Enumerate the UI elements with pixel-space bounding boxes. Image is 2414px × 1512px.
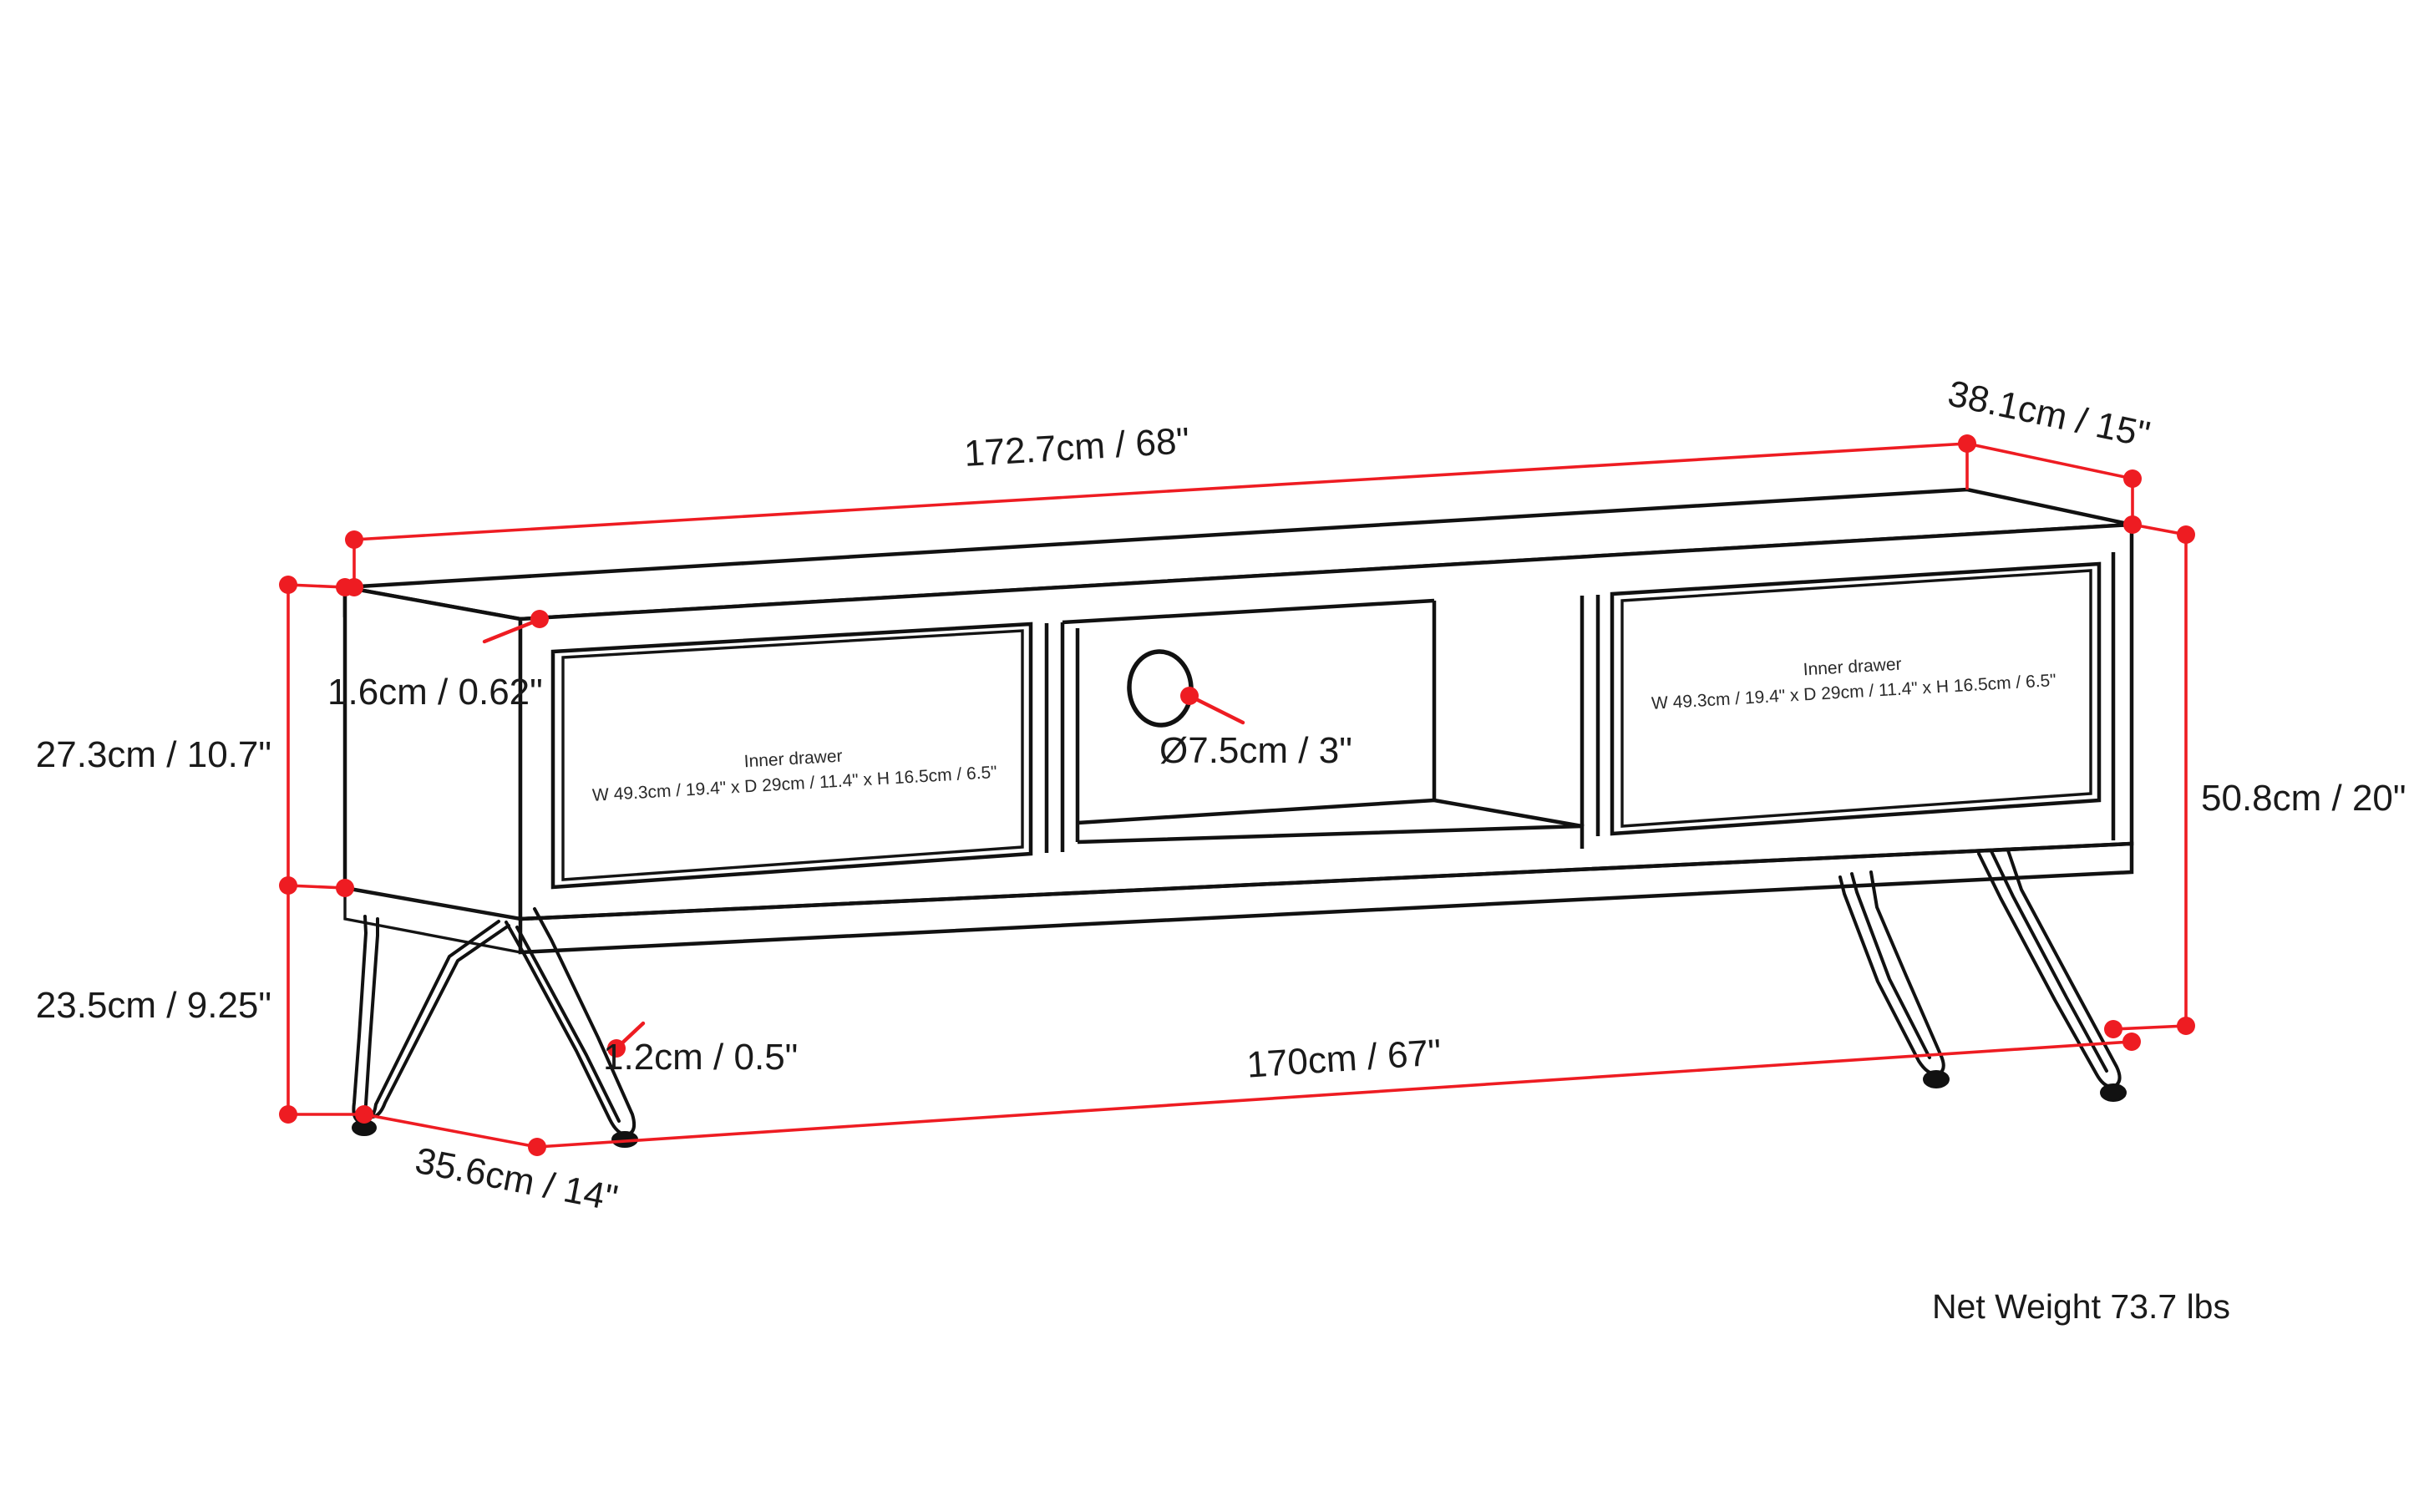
label-cable-hole-diameter: Ø7.5cm / 3"	[1159, 730, 1352, 771]
cabinet-body	[342, 487, 2134, 955]
left-drawer-front	[550, 622, 1033, 890]
dim-line-overall-width	[353, 442, 1968, 541]
label-leg-height: 23.5cm / 9.25"	[36, 985, 271, 1026]
dim-line-base-width	[536, 1040, 2133, 1149]
leg-left-back	[505, 907, 638, 1148]
label-base-width: 170cm / 67"	[1245, 1032, 1443, 1085]
leader-panel-thickness	[482, 617, 541, 644]
label-base-depth: 35.6cm / 14"	[412, 1140, 621, 1220]
label-overall-height: 50.8cm / 20"	[2201, 778, 2406, 819]
cabinet-bottom-board	[518, 841, 2134, 955]
cable-hole-icon	[1127, 649, 1194, 728]
cabinet-bottom-left-return	[343, 885, 521, 954]
dimension-annotations	[279, 434, 2195, 1156]
dim-line-base-depth	[363, 1113, 538, 1149]
dim-ext-cab-h-bottom	[287, 884, 346, 890]
middle-compartment-floor-rear	[1077, 798, 1435, 825]
label-cabinet-height: 27.3cm / 10.7"	[36, 734, 271, 775]
label-panel-thickness: 1.6cm / 0.62"	[327, 672, 543, 713]
right-drawer-front	[1610, 561, 2102, 836]
left-drawer-front-inner	[561, 629, 1024, 881]
label-leg-thickness: 1.2cm / 0.5"	[603, 1037, 798, 1078]
middle-compartment-back-top	[1062, 598, 1435, 625]
label-overall-width: 172.7cm / 68"	[963, 420, 1190, 474]
dim-ext-cab-h-top	[287, 583, 346, 589]
leader-cable-hole	[1187, 693, 1245, 725]
dim-line-depth-top	[1966, 442, 2133, 480]
dim-ext-height-bottom	[2112, 1024, 2187, 1031]
hairpin-legs	[352, 849, 2127, 1148]
leg-left-front	[352, 915, 510, 1136]
right-drawer-front-inner	[1620, 569, 2092, 828]
leg-right-back	[1977, 849, 2127, 1102]
middle-compartment-floor-right	[1433, 798, 1583, 829]
net-weight-label: Net Weight 73.7 lbs	[1932, 1287, 2230, 1326]
